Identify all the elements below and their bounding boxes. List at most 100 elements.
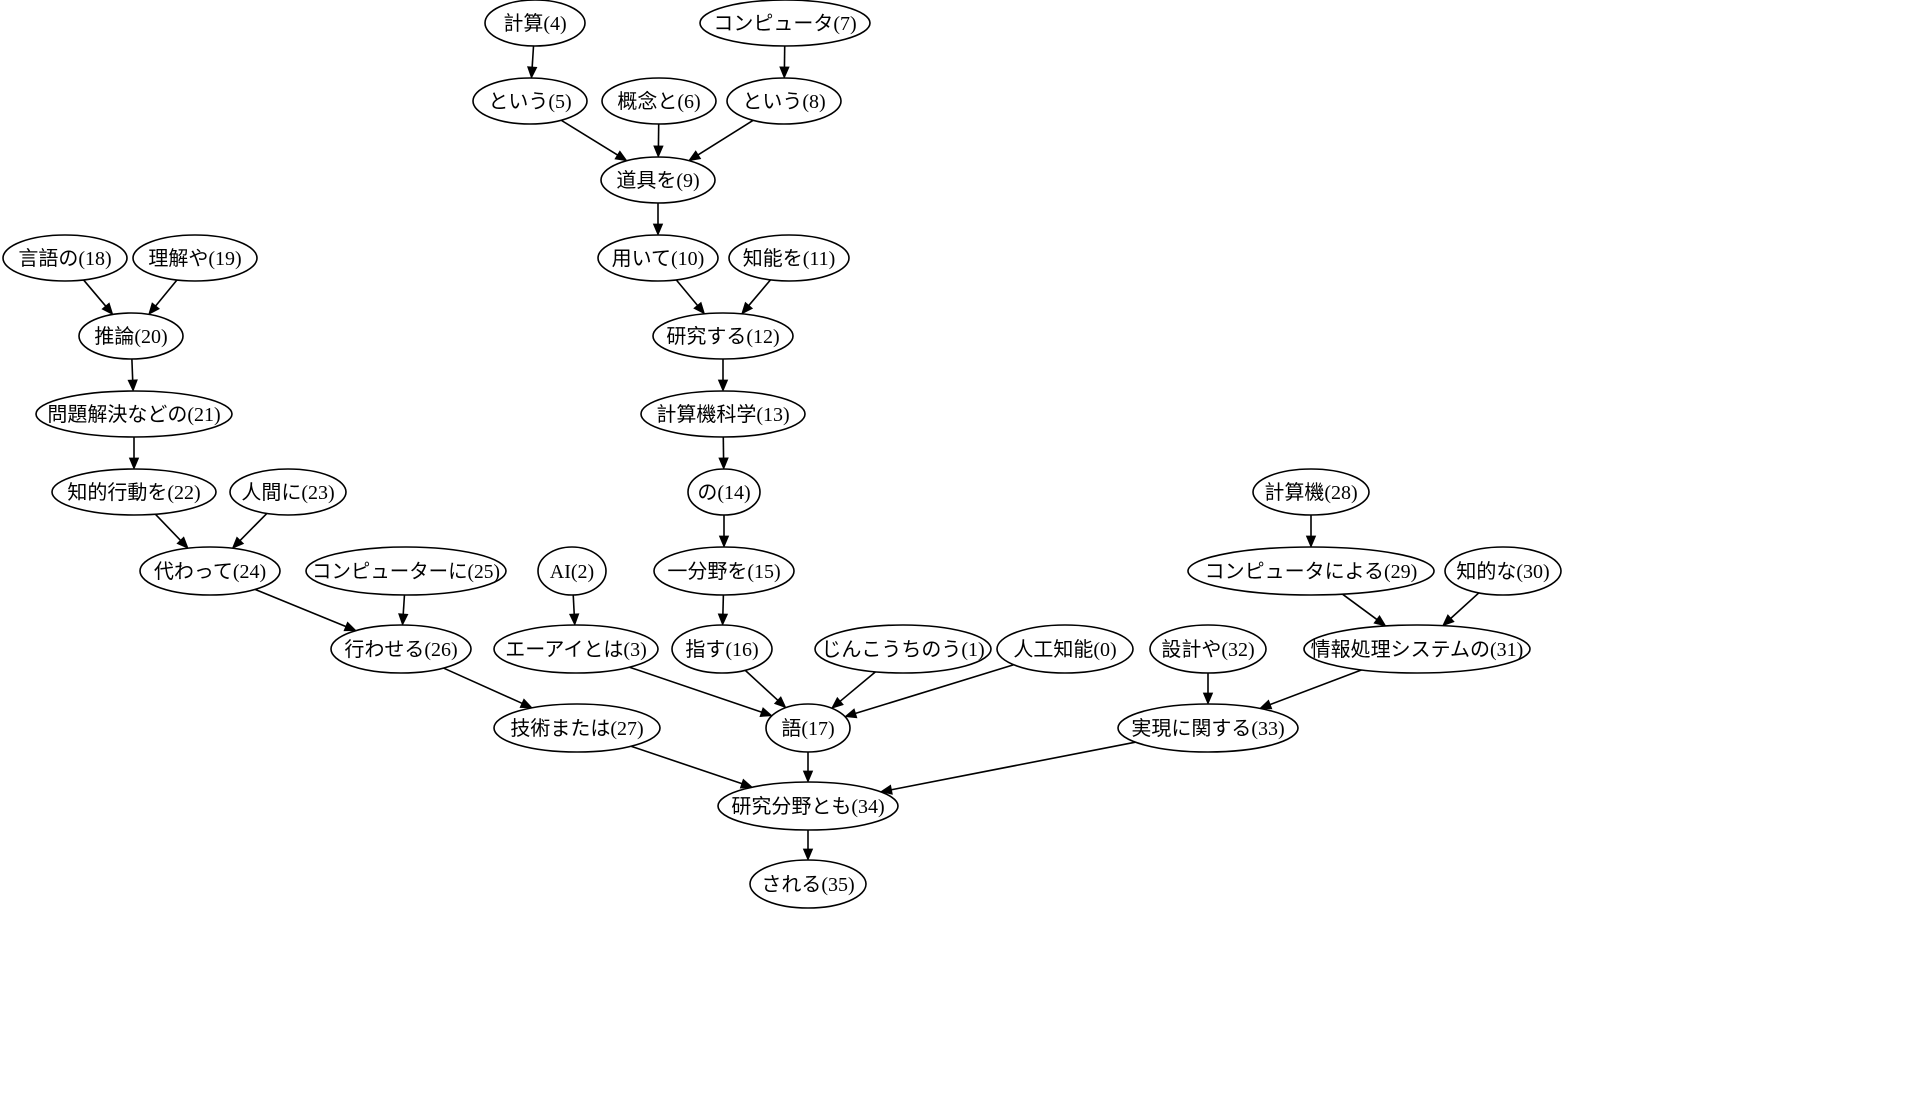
graph-node-ellipse <box>1149 624 1267 674</box>
graph-node-ellipse <box>132 234 258 282</box>
graph-node-ellipse <box>305 546 507 596</box>
graph-node[interactable]: 指す(16) <box>671 624 773 674</box>
graph-edge-arrowhead <box>343 621 357 632</box>
graph-node[interactable]: じんこうちのう(1) <box>814 624 992 674</box>
graph-node[interactable]: 行わせる(26) <box>330 624 472 674</box>
graph-node[interactable]: 代わって(24) <box>139 546 281 596</box>
graph-node-ellipse <box>749 859 867 909</box>
graph-edge-arrowhead <box>802 848 814 862</box>
graph-node-ellipse <box>717 781 899 831</box>
graph-node[interactable]: AI(2) <box>537 546 607 596</box>
graph-edge <box>891 741 1136 791</box>
graph-node-ellipse <box>139 546 281 596</box>
graph-edge <box>855 663 1014 715</box>
graph-node-label: 概念と(6) <box>617 89 700 113</box>
graph-edge-arrowhead <box>231 536 245 550</box>
graph-edge-arrowhead <box>773 696 787 709</box>
graph-edge <box>1269 669 1362 706</box>
graph-node[interactable]: という(5) <box>472 77 588 125</box>
graph-edge-arrowhead <box>176 536 189 549</box>
graph-node-ellipse <box>484 0 586 47</box>
graph-edge-arrowhead <box>843 708 858 719</box>
graph-node[interactable]: という(8) <box>726 77 842 125</box>
graph-node[interactable]: 情報処理システムの(31) <box>1303 624 1531 674</box>
graph-node-ellipse <box>687 468 761 516</box>
graph-node-ellipse <box>600 156 716 204</box>
graph-node-ellipse <box>640 390 806 438</box>
graph-node-ellipse <box>1444 546 1562 596</box>
graph-node-label: 計算機科学(13) <box>656 403 789 426</box>
graph-node[interactable]: 推論(20) <box>78 312 184 360</box>
graph-node[interactable]: コンピューターに(25) <box>305 546 507 596</box>
graph-edge-arrowhead <box>1305 535 1317 549</box>
graph-edge-arrowhead <box>718 535 730 549</box>
graph-node[interactable]: 知的な(30) <box>1444 546 1562 596</box>
graph-edge <box>131 358 134 381</box>
graph-node[interactable]: 技術または(27) <box>493 703 661 753</box>
graph-node-ellipse <box>1187 546 1435 596</box>
graph-node-label: 推論(20) <box>94 325 167 348</box>
graph-edge-arrowhead <box>519 698 533 709</box>
graph-node[interactable]: 計算機(28) <box>1252 468 1370 516</box>
graph-node[interactable]: の(14) <box>687 468 761 516</box>
graph-node[interactable]: 研究する(12) <box>652 312 794 360</box>
graph-node-ellipse <box>996 624 1134 674</box>
graph-node[interactable]: エーアイとは(3) <box>493 624 659 674</box>
graph-node[interactable]: 言語の(18) <box>2 234 128 282</box>
graph-node[interactable]: 人工知能(0) <box>996 624 1134 674</box>
graph-node[interactable]: 道具を(9) <box>600 156 716 204</box>
graph-edge-arrowhead <box>741 301 754 315</box>
graph-node[interactable]: 問題解決などの(21) <box>35 390 233 438</box>
graph-edge-arrowhead <box>101 302 114 316</box>
graph-node-ellipse <box>728 234 850 282</box>
graph-node[interactable]: 知的行動を(22) <box>51 468 217 516</box>
graph-node-label: コンピューターに(25) <box>312 561 500 583</box>
nodes-layer: 人工知能(0)じんこうちのう(1) AI(2) エーアイとは(3) 計算(4) という(… <box>2 0 1562 909</box>
graph-node-label: 設計や(32) <box>1161 638 1254 661</box>
graph-node[interactable]: 一分野を(15) <box>653 546 795 596</box>
graph-node[interactable]: 設計や(32) <box>1149 624 1267 674</box>
graph-node-label: コンピュータ(7) <box>713 12 856 35</box>
graph-node-ellipse <box>601 77 717 125</box>
graph-node[interactable]: 計算機科学(13) <box>640 390 806 438</box>
graph-node[interactable]: 計算(4) <box>484 0 586 47</box>
graph-edge-arrowhead <box>398 613 409 627</box>
graph-edge <box>239 512 268 542</box>
graph-node-label: という(8) <box>742 91 825 113</box>
graph-edge <box>629 666 762 713</box>
graph-node-ellipse <box>814 624 992 674</box>
graph-node-ellipse <box>229 468 347 516</box>
graph-node[interactable]: される(35) <box>749 859 867 909</box>
graph-edge-arrowhead <box>127 379 138 393</box>
graph-edge-arrowhead <box>693 301 706 315</box>
graph-node-label: 理解や(19) <box>148 247 241 270</box>
graph-edge-arrowhead <box>568 613 580 627</box>
graph-node[interactable]: 語(17) <box>765 703 851 753</box>
graph-node[interactable]: 人間に(23) <box>229 468 347 516</box>
graph-edge-arrowhead <box>879 784 893 795</box>
graph-edge <box>154 513 182 541</box>
graph-edge <box>748 279 772 306</box>
graph-node-ellipse <box>330 624 472 674</box>
graph-node-label: 語(17) <box>781 717 834 740</box>
graph-node-ellipse <box>765 703 851 753</box>
graph-edge <box>155 279 178 307</box>
graph-node[interactable]: 知能を(11) <box>728 234 850 282</box>
graph-node-label: 問題解決などの(21) <box>47 403 220 426</box>
graph-node[interactable]: 理解や(19) <box>132 234 258 282</box>
graph-node[interactable]: 研究分野とも(34) <box>717 781 899 831</box>
graph-edge <box>254 588 347 628</box>
graph-node-label: 知的行動を(22) <box>67 481 200 504</box>
graph-edge-arrowhead <box>652 223 664 237</box>
graph-node[interactable]: 概念と(6) <box>601 77 717 125</box>
graph-node-label: 情報処理システムの(31) <box>1311 638 1524 661</box>
graph-edge-arrowhead <box>527 66 538 80</box>
graph-node[interactable]: コンピュータ(7) <box>699 0 871 47</box>
graph-node[interactable]: 用いて(10) <box>597 234 719 282</box>
graph-edge <box>560 119 618 156</box>
graph-node[interactable]: 実現に関する(33) <box>1117 703 1299 753</box>
graph-node-ellipse <box>671 624 773 674</box>
graph-node-ellipse <box>537 546 607 596</box>
graph-node[interactable]: コンピュータによる(29) <box>1187 546 1435 596</box>
